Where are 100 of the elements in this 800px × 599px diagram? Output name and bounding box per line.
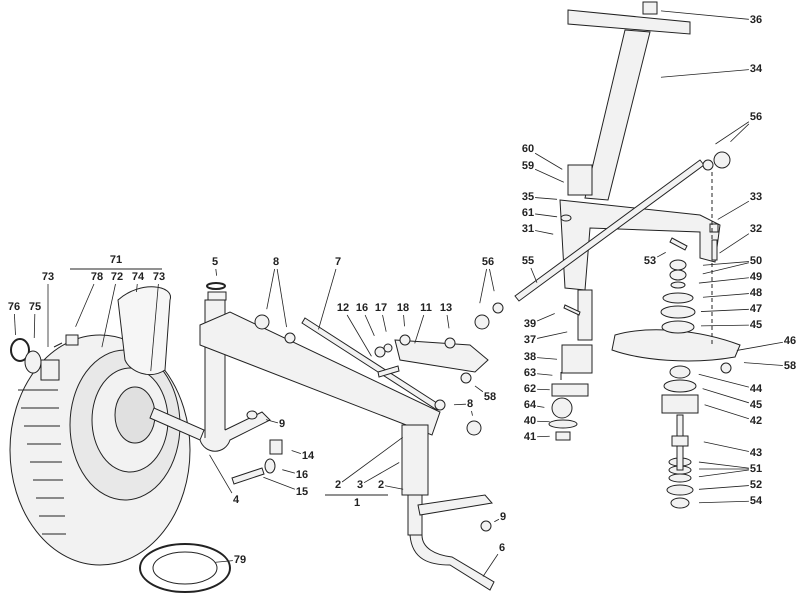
leader-line — [700, 324, 750, 326]
leader-line — [482, 554, 498, 577]
callout-number: 34 — [750, 63, 762, 75]
callout-number: 9 — [500, 511, 506, 523]
leader-line — [454, 404, 466, 406]
leader-line — [536, 313, 556, 322]
leader-line — [364, 462, 400, 484]
callout-number: 45 — [750, 319, 762, 331]
leader-line — [702, 293, 750, 298]
leader-line — [534, 152, 563, 170]
callout-number: 8 — [272, 256, 280, 268]
leader-line — [534, 197, 558, 200]
callout-number: 46 — [784, 335, 796, 347]
callout-number: 7 — [334, 256, 342, 268]
callout-number: 12 — [336, 302, 350, 314]
leader-line — [479, 268, 487, 304]
callout-number: 8 — [466, 398, 474, 410]
leader-line — [702, 261, 750, 266]
leader-line — [744, 362, 784, 366]
leader-line — [534, 214, 558, 218]
callout-number: 50 — [750, 255, 762, 267]
leader-line — [266, 419, 278, 424]
leader-line — [698, 468, 750, 470]
leader-line — [715, 121, 750, 144]
callout-number: 56 — [482, 256, 494, 268]
callout-number: 33 — [750, 191, 762, 203]
callout-number: 59 — [522, 160, 534, 172]
leader-line — [534, 230, 554, 235]
callout-number: 18 — [396, 302, 410, 314]
callout-number: 51 — [750, 463, 762, 475]
leader-line — [384, 485, 404, 490]
callout-number: 53 — [644, 255, 656, 267]
callout-number: 76 — [8, 301, 20, 313]
callout-number: 39 — [524, 318, 536, 330]
callout-number: 78 — [90, 271, 104, 283]
leader-line — [263, 476, 296, 490]
callout-number: 73 — [42, 271, 54, 283]
leader-line — [291, 450, 302, 454]
leader-line — [382, 314, 387, 332]
leader-line — [717, 200, 750, 220]
callout-number: 63 — [524, 367, 536, 379]
leader-line — [536, 420, 550, 422]
callout-number: 45 — [750, 399, 762, 411]
leader-line — [102, 284, 116, 348]
callout-number: 16 — [296, 469, 308, 481]
leader-line — [474, 386, 484, 392]
callout-number: 75 — [28, 301, 42, 313]
callout-number: 79 — [234, 554, 246, 566]
callout-number: 9 — [278, 418, 286, 430]
callout-number: 48 — [750, 287, 762, 299]
leader-line — [704, 404, 750, 420]
callout-number: 58 — [784, 360, 796, 372]
leader-line — [34, 314, 36, 338]
leader-line — [346, 314, 372, 357]
leader-line — [215, 560, 234, 563]
leader-line — [14, 314, 16, 336]
callout-number: 3 — [356, 479, 364, 491]
leader-line — [282, 469, 296, 474]
leader-line — [266, 268, 276, 310]
callout-number: 6 — [498, 542, 506, 554]
leader-line — [136, 284, 138, 292]
leader-line — [536, 388, 550, 390]
callout-number: 40 — [524, 415, 536, 427]
leader-line — [318, 268, 336, 330]
leader-line — [702, 388, 750, 404]
leader-line — [736, 342, 784, 351]
leader-line — [75, 284, 94, 328]
leader-line — [489, 268, 495, 292]
callout-number: 13 — [440, 302, 452, 314]
callout-number: 15 — [296, 486, 308, 498]
leader-line — [364, 314, 375, 336]
leader-line — [698, 374, 750, 388]
leader-line — [150, 284, 159, 372]
leader-line — [536, 406, 545, 408]
callout-number: 55 — [522, 255, 534, 267]
callout-number: 54 — [750, 495, 762, 507]
leader-line — [536, 357, 558, 360]
callout-number: 2 — [378, 479, 384, 491]
leader-line — [209, 454, 232, 494]
callout-number: 32 — [750, 223, 762, 235]
leader-line — [403, 314, 405, 327]
leader-line — [536, 373, 553, 376]
callout-number: 14 — [302, 450, 314, 462]
leader-line — [660, 69, 750, 78]
leader-line — [656, 252, 666, 258]
callout-number: 56 — [750, 111, 762, 123]
leader-line — [698, 462, 750, 469]
callout-number: 62 — [524, 383, 536, 395]
leader-line — [536, 436, 550, 438]
callout-number: 44 — [750, 383, 762, 395]
callout-number: 52 — [750, 479, 762, 491]
leader-line — [660, 10, 750, 20]
leader-line — [342, 436, 404, 482]
leader-line — [700, 308, 750, 312]
callout-number: 37 — [524, 334, 536, 346]
leader-line — [276, 268, 287, 328]
callout-number: 74 — [132, 271, 144, 283]
callout-number: 60 — [522, 143, 534, 155]
callout-number: 61 — [522, 207, 534, 219]
leader-line — [698, 500, 750, 504]
